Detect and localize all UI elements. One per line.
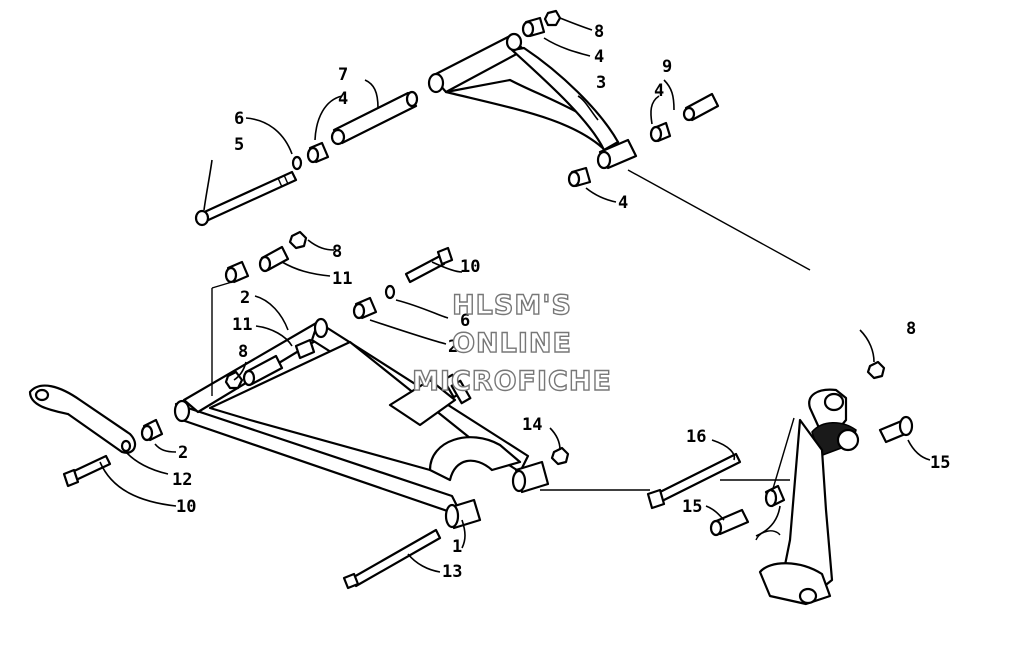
callout-4-upper-bushing-bottom: 4: [618, 193, 628, 213]
lower-bushing-center[interactable]: [352, 296, 378, 320]
callout-15-spindle-bolt-left: 15: [682, 497, 702, 517]
callout-4-upper-bushing-top: 4: [594, 47, 604, 67]
spindle-assembly: [646, 360, 914, 606]
callout-3-upper-a-arm: 3: [596, 73, 606, 93]
callout-11-lower-bolt-top: 11: [332, 269, 352, 289]
lower-a-arm-assembly: [28, 230, 650, 590]
callout-4-upper-bushing-right: 4: [654, 81, 664, 101]
lower-bolt-top[interactable]: [258, 245, 290, 273]
lower-nut-14[interactable]: [550, 446, 570, 466]
callout-labels: 8 4 7 3 9 4 4 6 5 4 8 11 10 2 6 11 2 8 8…: [172, 22, 950, 582]
upper-a-arm[interactable]: [427, 32, 638, 170]
leader-lines: [99, 17, 931, 573]
callout-7-upper-pivot-tube: 7: [338, 65, 348, 85]
upper-a-arm-assembly: [194, 9, 811, 271]
upper-nut[interactable]: [543, 9, 562, 27]
lower-bolt-10-top[interactable]: [404, 246, 454, 284]
lower-bolt-11-side[interactable]: [242, 354, 284, 387]
lower-bolt-10-left[interactable]: [62, 454, 112, 488]
callout-8-lower-nut-side: 8: [238, 342, 248, 362]
upper-bushing-bottom[interactable]: [567, 166, 592, 188]
watermark-line-2: ONLINE: [452, 328, 572, 359]
lower-bushing-top-left[interactable]: [224, 260, 250, 284]
callout-16-spindle-bolt: 16: [686, 427, 706, 447]
spindle-bolt-15-right[interactable]: [878, 415, 914, 444]
upper-bushing-top[interactable]: [521, 16, 546, 38]
shock-mount-bracket[interactable]: [442, 373, 472, 405]
callout-6-lower-washer: 6: [460, 311, 470, 331]
spindle-bushing[interactable]: [764, 484, 786, 508]
upper-bushing-left[interactable]: [306, 141, 330, 164]
callout-5-upper-bolt: 5: [234, 135, 244, 155]
callout-2-lower-bushing-center: 2: [448, 337, 458, 357]
upper-bushing-right[interactable]: [649, 121, 672, 143]
lower-washer-top[interactable]: [384, 284, 396, 300]
spindle-long-bolt[interactable]: [646, 452, 742, 510]
callout-14-lower-nut: 14: [522, 415, 542, 435]
lower-nut-top[interactable]: [288, 230, 308, 250]
callout-10-lower-bolt-top: 10: [460, 257, 480, 277]
callout-6-upper-washer: 6: [234, 109, 244, 129]
watermark-line-3: MICROFICHE: [412, 366, 612, 397]
callout-9-upper-sleeve: 9: [662, 57, 672, 77]
callout-8-spindle-nut: 8: [906, 319, 916, 339]
watermark: HLSM'S ONLINE MICROFICHE: [411, 289, 612, 397]
watermark-line-1: HLSM'S: [452, 290, 572, 321]
callout-11-lower-bolt-side: 11: [232, 315, 252, 335]
callout-4-upper-center: 4: [338, 89, 348, 109]
callout-15-spindle-bolt-right: 15: [930, 453, 950, 473]
ball-joint[interactable]: [808, 388, 860, 457]
callout-10-lower-bolt-left: 10: [176, 497, 196, 517]
upper-washer[interactable]: [291, 155, 303, 171]
callout-8-lower-nut-top: 8: [332, 242, 342, 262]
spindle-bolt-15-left[interactable]: [709, 508, 750, 537]
callout-2-lower-bushing-top-left: 2: [240, 288, 250, 308]
lower-bushing-bottom-left[interactable]: [140, 418, 164, 442]
upper-sleeve[interactable]: [682, 92, 720, 122]
callout-1-lower-a-arm: 1: [452, 537, 462, 557]
sway-link[interactable]: [28, 384, 137, 454]
spindle-nut-top[interactable]: [866, 360, 886, 380]
lower-long-bolt[interactable]: [342, 528, 442, 590]
callout-12-sway-link: 12: [172, 470, 192, 490]
upper-pivot-tube[interactable]: [330, 90, 419, 146]
upper-bolt[interactable]: [194, 170, 298, 227]
callout-13-lower-long-bolt: 13: [442, 562, 462, 582]
callout-8-upper-nut: 8: [594, 22, 604, 42]
spindle-body[interactable]: [755, 418, 834, 606]
callout-2-lower-bushing-left: 2: [178, 443, 188, 463]
